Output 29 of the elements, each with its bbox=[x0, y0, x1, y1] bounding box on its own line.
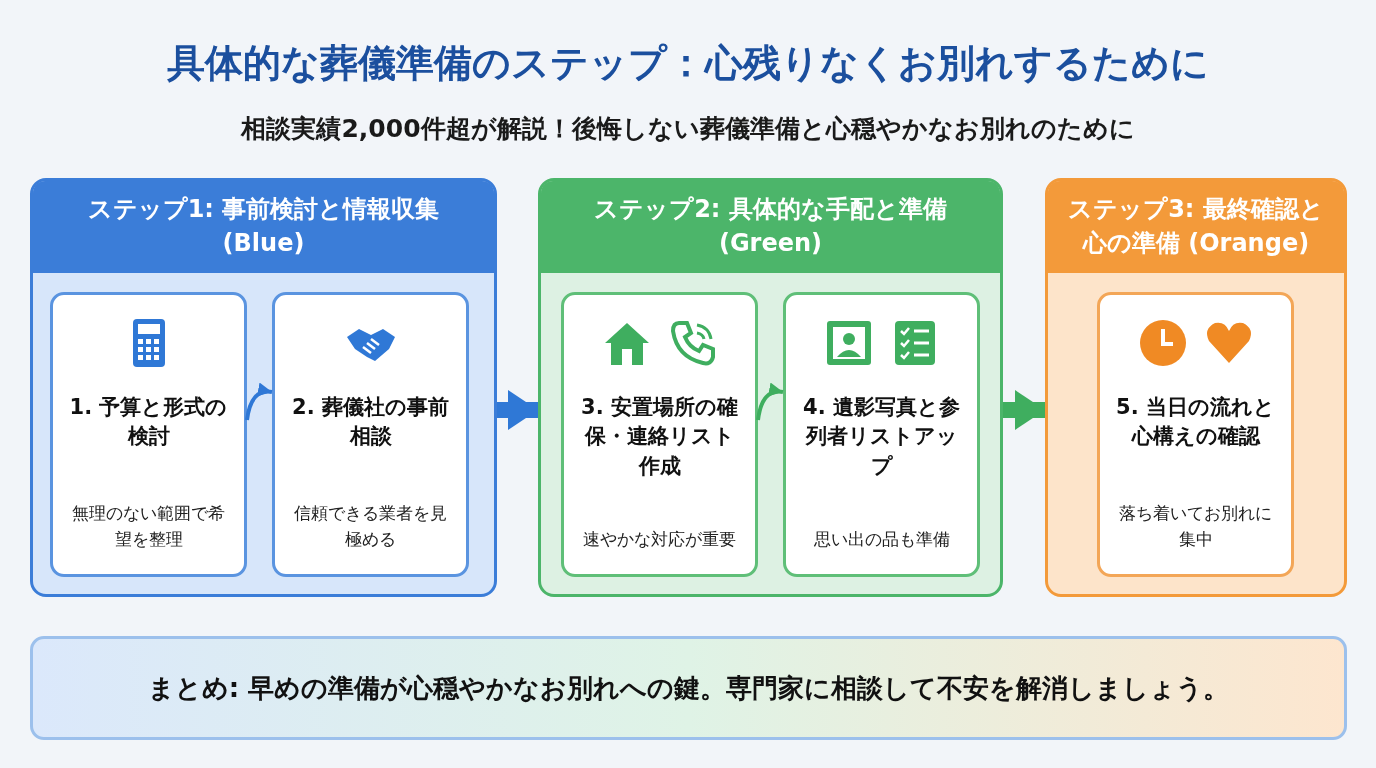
step-title: 3. 安置場所の確保・連絡リスト作成 bbox=[580, 394, 739, 480]
arrow bbox=[497, 390, 538, 430]
step-panel bbox=[1045, 178, 1347, 597]
arrow bbox=[756, 383, 784, 421]
summary-box bbox=[30, 636, 1347, 740]
step-card bbox=[783, 292, 980, 577]
step-heading: ステップ2: 具体的な手配と準備 (Green) bbox=[593, 194, 948, 259]
summary-text: まとめ: 早めの準備が心穏やかなお別れへの鍵。専門家に相談して不安を解消しましょう。 bbox=[147, 671, 1230, 705]
step-heading: ステップ1: 事前検討と情報収集 (Blue) bbox=[86, 194, 441, 259]
step-card bbox=[272, 292, 469, 577]
step-card bbox=[561, 292, 758, 577]
step-description: 落ち着いてお別れに集中 bbox=[1118, 502, 1273, 551]
step-description: 速やかな対応が重要 bbox=[582, 527, 737, 551]
step-description: 信頼できる業者を見極める bbox=[293, 502, 448, 551]
arrow bbox=[1003, 390, 1045, 430]
subtitle: 相談実績2,000件超が解説！後悔しない葬儀準備と心穏やかなお別れのために bbox=[239, 113, 1136, 145]
step-title: 4. 遺影写真と参列者リストアップ bbox=[802, 394, 961, 480]
step-panel bbox=[30, 178, 497, 597]
step-title: 5. 当日の流れと心構えの確認 bbox=[1115, 394, 1276, 451]
arrow bbox=[245, 383, 273, 421]
step-panel bbox=[538, 178, 1003, 597]
title: 具体的な葬儀準備のステップ：心残りなくお別れするために bbox=[166, 40, 1210, 87]
step-description: 無理のない範囲で希望を整理 bbox=[71, 502, 226, 551]
step-heading: ステップ3: 最終確認と心の準備 (Orange) bbox=[1067, 194, 1325, 259]
step-title: 2. 葬儀社の事前相談 bbox=[291, 394, 450, 451]
step-title: 1. 予算と形式の検討 bbox=[68, 394, 229, 451]
step-card bbox=[50, 292, 247, 577]
step-description: 思い出の品も準備 bbox=[812, 527, 951, 551]
step-card bbox=[1097, 292, 1294, 577]
